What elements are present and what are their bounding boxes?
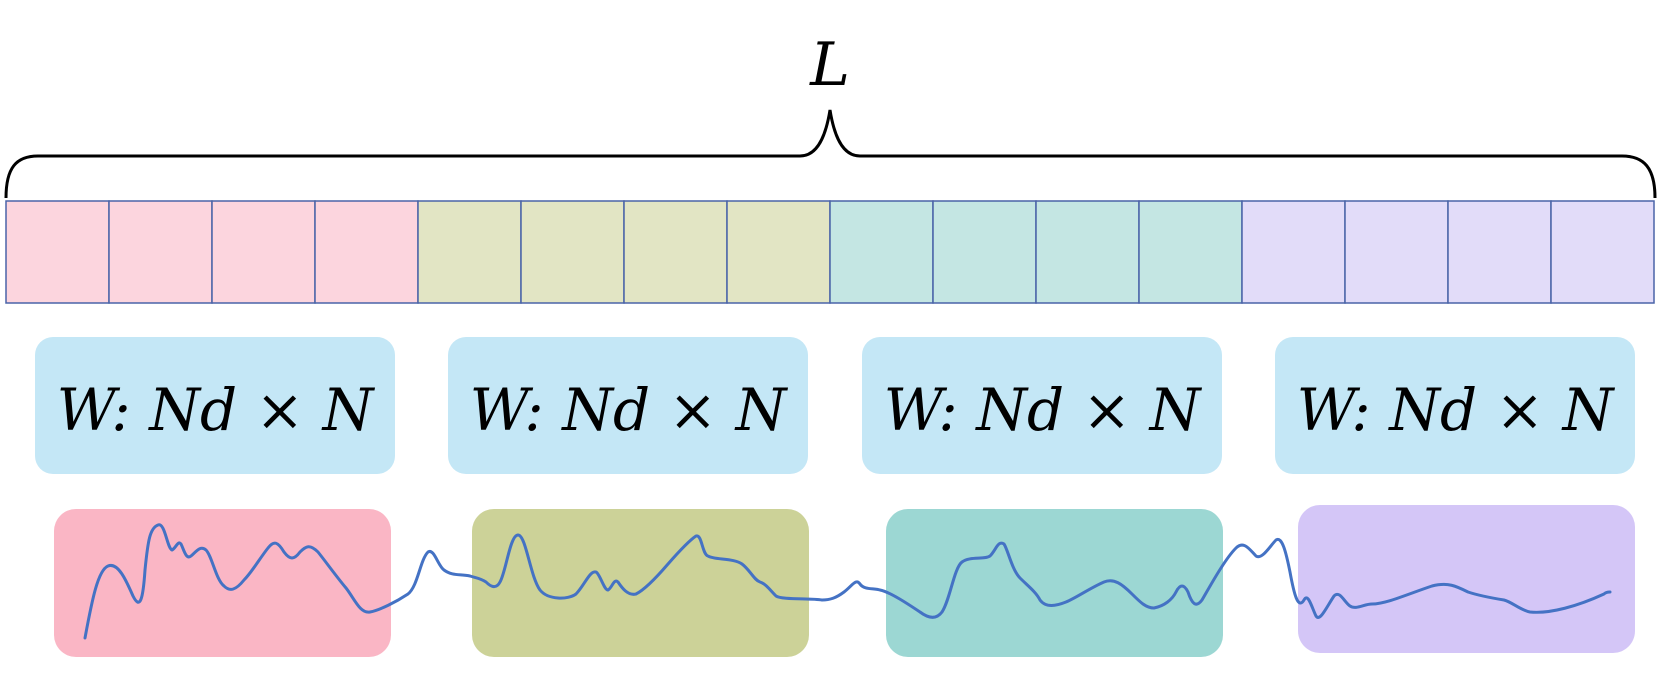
sequence-cell: [1447, 200, 1552, 304]
weight-matrix-label: W: Nd × N: [884, 376, 1203, 444]
weight-matrix-label: W: Nd × N: [1297, 376, 1616, 444]
sequence-cell: [211, 200, 316, 304]
weight-matrix-box: [35, 337, 395, 474]
sequence-cell: [1344, 200, 1449, 304]
signal-segments: [54, 505, 1635, 657]
sequence-cell: [623, 200, 728, 304]
weight-matrix-box: [448, 337, 808, 474]
weight-matrix-label: W: Nd × N: [57, 376, 376, 444]
sequence-cell: [520, 200, 625, 304]
sequence-cell: [417, 200, 522, 304]
sequence-cell: [829, 200, 934, 304]
length-brace: [4, 109, 1657, 199]
sequence-cell: [1138, 200, 1243, 304]
sequence-cell: [108, 200, 213, 304]
length-label: L: [809, 30, 850, 100]
weight-matrix-label: W: Nd × N: [470, 376, 789, 444]
signal-box-2: [472, 509, 809, 657]
sequence-cell: [1035, 200, 1140, 304]
sequence-cell: [314, 200, 419, 304]
weight-matrices: W: Nd × N W: Nd × N W: Nd × N W: Nd × N: [35, 337, 1635, 474]
weight-matrix-box: [862, 337, 1222, 474]
signal-box-3: [886, 509, 1223, 657]
sequence-cells: [5, 200, 1655, 304]
signal-box-4: [1298, 505, 1635, 653]
sequence-cell: [1241, 200, 1346, 304]
sequence-cell: [5, 200, 110, 304]
sequence-cell: [932, 200, 1037, 304]
sequence-cell: [726, 200, 831, 304]
weight-matrix-box: [1275, 337, 1635, 474]
time-series-line: [83, 523, 1612, 640]
sequence-cell: [1550, 200, 1655, 304]
